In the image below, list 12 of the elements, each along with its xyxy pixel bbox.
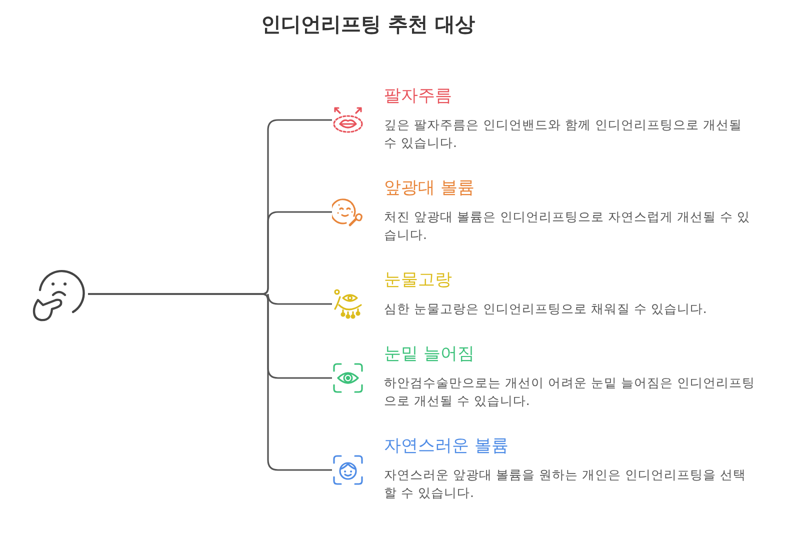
item-description: 처진 앞광대 볼륨은 인디언리프팅으로 자연스럽게 개선될 수 있습니다.	[384, 208, 751, 244]
item-description: 심한 눈물고랑은 인디언리프팅으로 채워질 수 있습니다.	[384, 300, 708, 318]
item-description: 자연스러운 앞광대 볼륨을 원하는 개인은 인디언리프팅을 선택할 수 있습니다.	[384, 466, 747, 502]
item-heading: 눈물고랑	[384, 269, 452, 292]
diagram-title: 인디언리프팅 추천 대상	[261, 11, 475, 38]
item-heading: 자연스러운 볼륨	[384, 435, 508, 458]
item-heading: 앞광대 볼륨	[384, 177, 474, 200]
item-description: 깊은 팔자주름은 인디언밴드와 함께 인디언리프팅으로 개선될 수 있습니다.	[384, 116, 743, 152]
item-heading: 팔자주름	[384, 85, 452, 108]
item-heading: 눈밑 늘어짐	[384, 343, 474, 366]
connector-line	[88, 293, 332, 471]
item-description: 하안검수술만으로는 개선이 어려운 눈밑 늘어짐은 인디언리프팅으로 개선될 수 있습니다.	[384, 374, 756, 410]
